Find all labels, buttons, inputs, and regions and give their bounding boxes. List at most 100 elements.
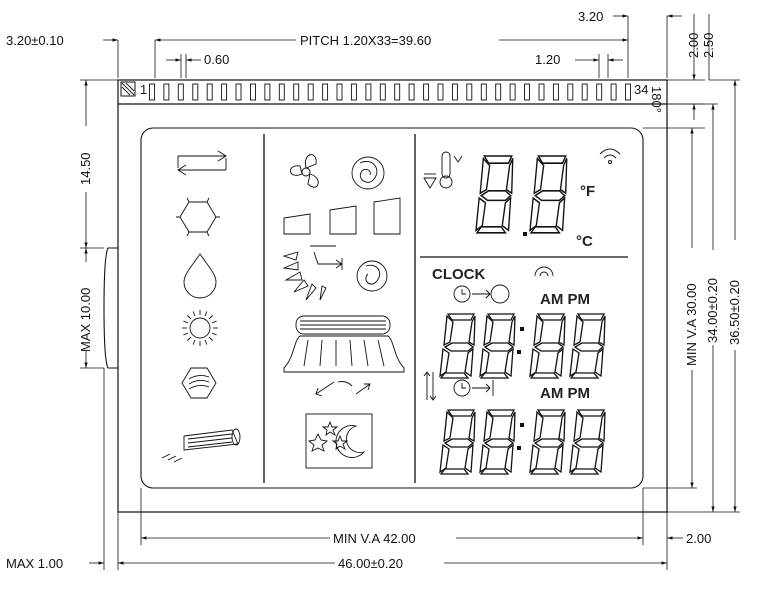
thermometer-icon — [439, 151, 463, 189]
dim-pin-gap-text: 1.20 — [535, 52, 560, 67]
pin — [307, 83, 314, 101]
dim-42-text: MIN V.A 42.00 — [333, 531, 416, 546]
dim-bottom-2-text: 2.00 — [686, 531, 711, 546]
dim-10-text: MAX 10.00 — [78, 288, 93, 352]
pin — [480, 83, 487, 101]
dim-34: 34.00±0.20 — [667, 103, 740, 513]
pin — [610, 83, 617, 101]
dim-top-right: 2.00 2.50 — [643, 14, 716, 129]
dim-right-offset: 3.20 — [578, 9, 682, 78]
dim-36: 36.50±0.20 — [709, 79, 742, 512]
pin-last-label: 34 — [634, 82, 648, 97]
heat-hex-icon — [181, 367, 217, 399]
outer-outline — [117, 79, 668, 513]
pin — [149, 83, 155, 101]
dim-14-text: 14.50 — [78, 152, 93, 185]
swing-louver-icon — [282, 245, 343, 301]
dim-bottom-2: 2.00 — [667, 531, 711, 546]
fan-icon — [290, 154, 319, 188]
pin — [437, 83, 444, 101]
pin — [408, 83, 415, 101]
dim-34-text: 34.00±0.20 — [705, 278, 720, 343]
dim-pitch-text: PITCH 1.20X33=39.60 — [300, 33, 431, 48]
dim-42: MIN V.A 42.00 — [140, 488, 644, 546]
pin — [552, 83, 559, 101]
viewing-area — [140, 127, 644, 489]
clock-icon — [453, 284, 510, 304]
pin — [451, 83, 458, 101]
pin-first-label: 1 — [140, 82, 147, 97]
temp-digits — [475, 155, 568, 236]
fan-speed-bars-icon — [283, 197, 401, 235]
timer-digits — [439, 409, 606, 475]
swing-arrow-icon — [315, 381, 371, 397]
pin — [466, 83, 473, 101]
pin — [596, 83, 603, 101]
pin — [192, 83, 199, 101]
eye-icon — [423, 173, 437, 189]
dim-46-text: 46.00±0.20 — [338, 556, 403, 571]
dim-1: MAX 1.00 — [6, 368, 105, 571]
pin — [163, 83, 170, 101]
dim-top-a-text: 2.00 — [686, 33, 701, 58]
pin — [264, 83, 271, 101]
am-pm-label-2: AM PM — [540, 385, 590, 402]
pin — [350, 83, 357, 101]
clock-label: CLOCK — [432, 266, 485, 283]
pin — [423, 83, 430, 101]
vortex-icon — [356, 260, 388, 292]
dial-icon — [534, 266, 554, 277]
dim-1-text: MAX 1.00 — [6, 556, 63, 571]
dim-top-b-text: 2.50 — [701, 33, 716, 58]
pin — [322, 83, 329, 101]
swirl-icon — [351, 156, 385, 190]
pin — [524, 83, 530, 101]
pin — [509, 83, 516, 101]
pin — [177, 83, 184, 101]
grille-icon — [283, 315, 405, 373]
dim-left-offset-text: 3.20±0.10 — [6, 33, 64, 48]
pin — [379, 83, 386, 101]
dim-pin-width: 0.60 — [166, 52, 229, 78]
pin-logo-icon — [120, 81, 136, 97]
pin — [581, 83, 588, 101]
pin — [365, 83, 372, 101]
pin — [293, 83, 300, 101]
pin — [235, 83, 242, 101]
pin — [567, 83, 574, 101]
dim-36-text: 36.50±0.20 — [727, 280, 742, 345]
dim-46: 46.00±0.20 — [117, 512, 668, 571]
dim-10: MAX 10.00 — [78, 248, 104, 369]
timer-icon — [453, 379, 494, 397]
pin — [495, 83, 502, 101]
snowflake-hex-icon — [176, 197, 220, 237]
dim-30-text: MIN V.A 30.00 — [684, 283, 699, 366]
left-tab — [103, 247, 118, 369]
pin-side-label: 180° — [649, 86, 664, 113]
am-pm-label-1: AM PM — [540, 291, 590, 308]
dim-left-offset: 3.20±0.10 — [6, 33, 119, 78]
clock-digits — [439, 313, 606, 379]
pin — [221, 83, 228, 101]
dim-14: 14.50 — [78, 79, 118, 249]
sleep-icon — [305, 413, 373, 469]
drop-icon — [183, 253, 217, 299]
pin — [206, 83, 213, 101]
air-filter-icon — [161, 428, 241, 463]
dim-pitch: PITCH 1.20X33=39.60 — [154, 16, 629, 78]
pin — [278, 83, 285, 101]
fahrenheit-label: °F — [580, 183, 595, 200]
pin — [625, 83, 631, 101]
pin-strip — [149, 83, 631, 101]
dim-pin-gap: 1.20 — [535, 52, 623, 78]
pin — [336, 83, 343, 101]
dim-right-offset-text: 3.20 — [578, 9, 603, 24]
pin — [250, 83, 256, 101]
pin — [394, 83, 401, 101]
dim-pin-width-text: 0.60 — [204, 52, 229, 67]
up-down-arrows-icon — [423, 371, 437, 401]
celsius-label: °C — [576, 233, 593, 250]
sun-icon — [182, 310, 218, 346]
pin — [538, 83, 545, 101]
